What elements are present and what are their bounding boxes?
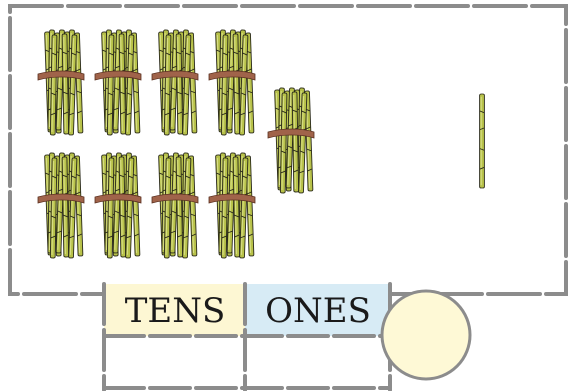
tens-bundle [152,153,198,258]
tens-label: TENS [125,291,226,331]
tens-bundle [38,153,84,258]
tens-bundle [268,88,314,193]
ones-sticks [480,94,485,188]
ones-label: ONES [265,291,371,331]
one-stick [480,94,485,188]
tens-bundle [95,153,141,258]
tens-bundles [38,30,314,258]
tens-bundle [95,30,141,135]
tens-bundle [209,30,255,135]
place-value-table: TENS ONES [104,284,390,390]
tens-bundle [38,30,84,135]
tens-bundle [209,153,255,258]
answer-circle [382,291,470,379]
tens-bundle [152,30,198,135]
